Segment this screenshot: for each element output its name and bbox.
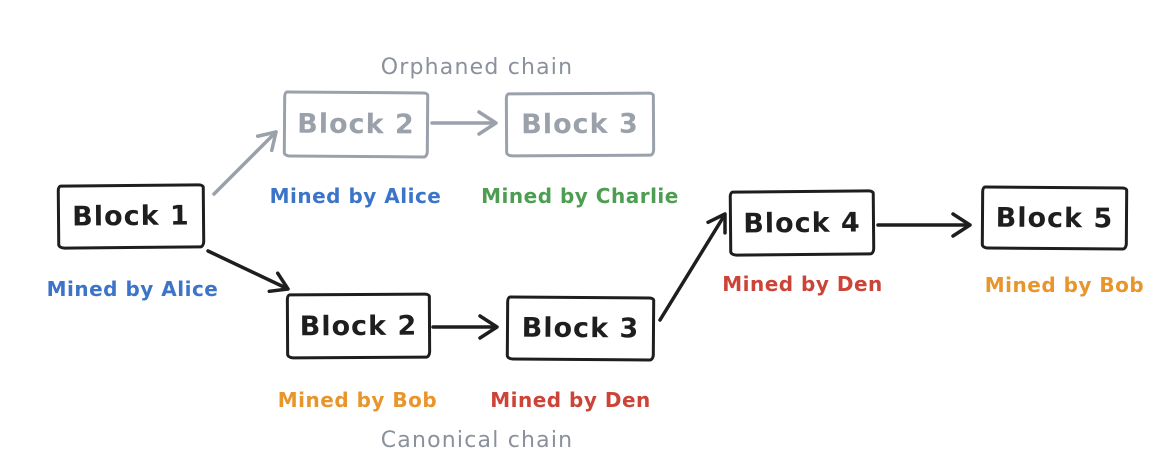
- orphaned-block-3-label: Block 3: [521, 108, 639, 141]
- arrow-canonical-block3-to-block4: [658, 212, 727, 322]
- block-5-miner-label: Mined by Bob: [984, 273, 1145, 297]
- block-1-node: Block 1: [56, 183, 206, 250]
- orphaned-block-2-miner-label: Mined by Alice: [269, 184, 442, 208]
- orphaned-block-2-node: Block 2: [282, 90, 430, 159]
- canonical-block-2-miner-label: Mined by Bob: [277, 388, 438, 412]
- canonical-chain-label: Canonical chain: [380, 428, 574, 453]
- arrow-block4-to-block5: [876, 212, 972, 238]
- block-4-miner-label: Mined by Den: [722, 272, 883, 296]
- orphaned-block-3-node: Block 3: [504, 91, 656, 158]
- canonical-block-3-miner-label: Mined by Den: [490, 388, 651, 412]
- arrow-orphaned-block2-to-orphaned-block3: [430, 110, 498, 136]
- block-4-label: Block 4: [743, 206, 861, 240]
- arrow-canonical-block2-to-canonical-block3: [431, 314, 499, 340]
- block-5-label: Block 5: [995, 202, 1114, 234]
- block-1-miner-label: Mined by Alice: [46, 277, 219, 301]
- canonical-block-2-label: Block 2: [299, 310, 418, 342]
- orphaned-block-2-label: Block 2: [297, 108, 415, 141]
- orphaned-block-3-miner-label: Mined by Charlie: [481, 184, 679, 208]
- canonical-block-3-label: Block 3: [521, 312, 640, 345]
- block-1-label: Block 1: [72, 200, 190, 233]
- canonical-block-2-node: Block 2: [285, 292, 432, 360]
- orphaned-chain-label: Orphaned chain: [380, 55, 574, 80]
- block-4-node: Block 4: [728, 189, 876, 257]
- block-5-node: Block 5: [980, 185, 1129, 251]
- canonical-block-3-node: Block 3: [505, 295, 656, 362]
